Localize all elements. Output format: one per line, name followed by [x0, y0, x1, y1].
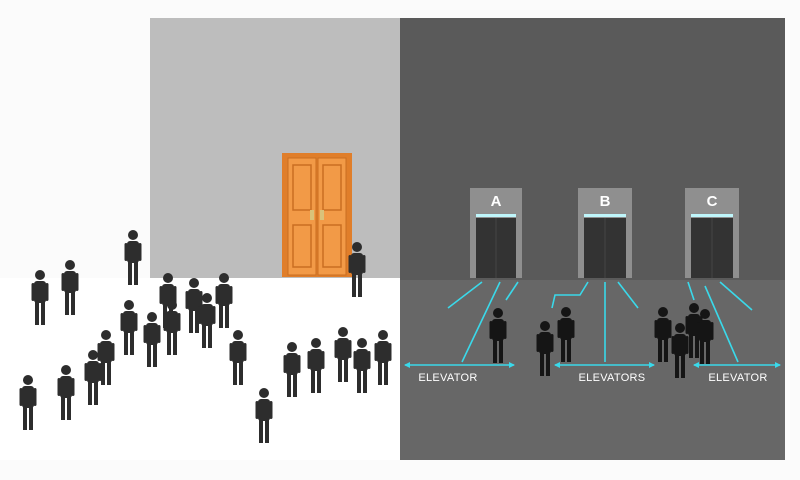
elevator-c-label: C — [707, 193, 718, 210]
door-handle — [320, 210, 324, 220]
floor-guidance-lines — [405, 281, 780, 366]
elevator-c: C — [685, 188, 739, 278]
elevator-a-label: A — [491, 193, 502, 210]
door-handle — [310, 210, 314, 220]
floor-label-elevator-right: ELEVATOR — [708, 372, 767, 384]
wooden-door — [282, 153, 352, 277]
elevator-b-label: B — [600, 193, 611, 210]
floor-label-elevator-left: ELEVATOR — [418, 372, 477, 384]
right-floor — [400, 280, 785, 460]
elevator-b: B — [578, 188, 632, 278]
floor-label-elevators-center: ELEVATORS — [579, 372, 646, 384]
floor-arrowheads — [404, 362, 781, 368]
left-wall — [150, 18, 400, 278]
elevator-a: A — [470, 188, 522, 278]
